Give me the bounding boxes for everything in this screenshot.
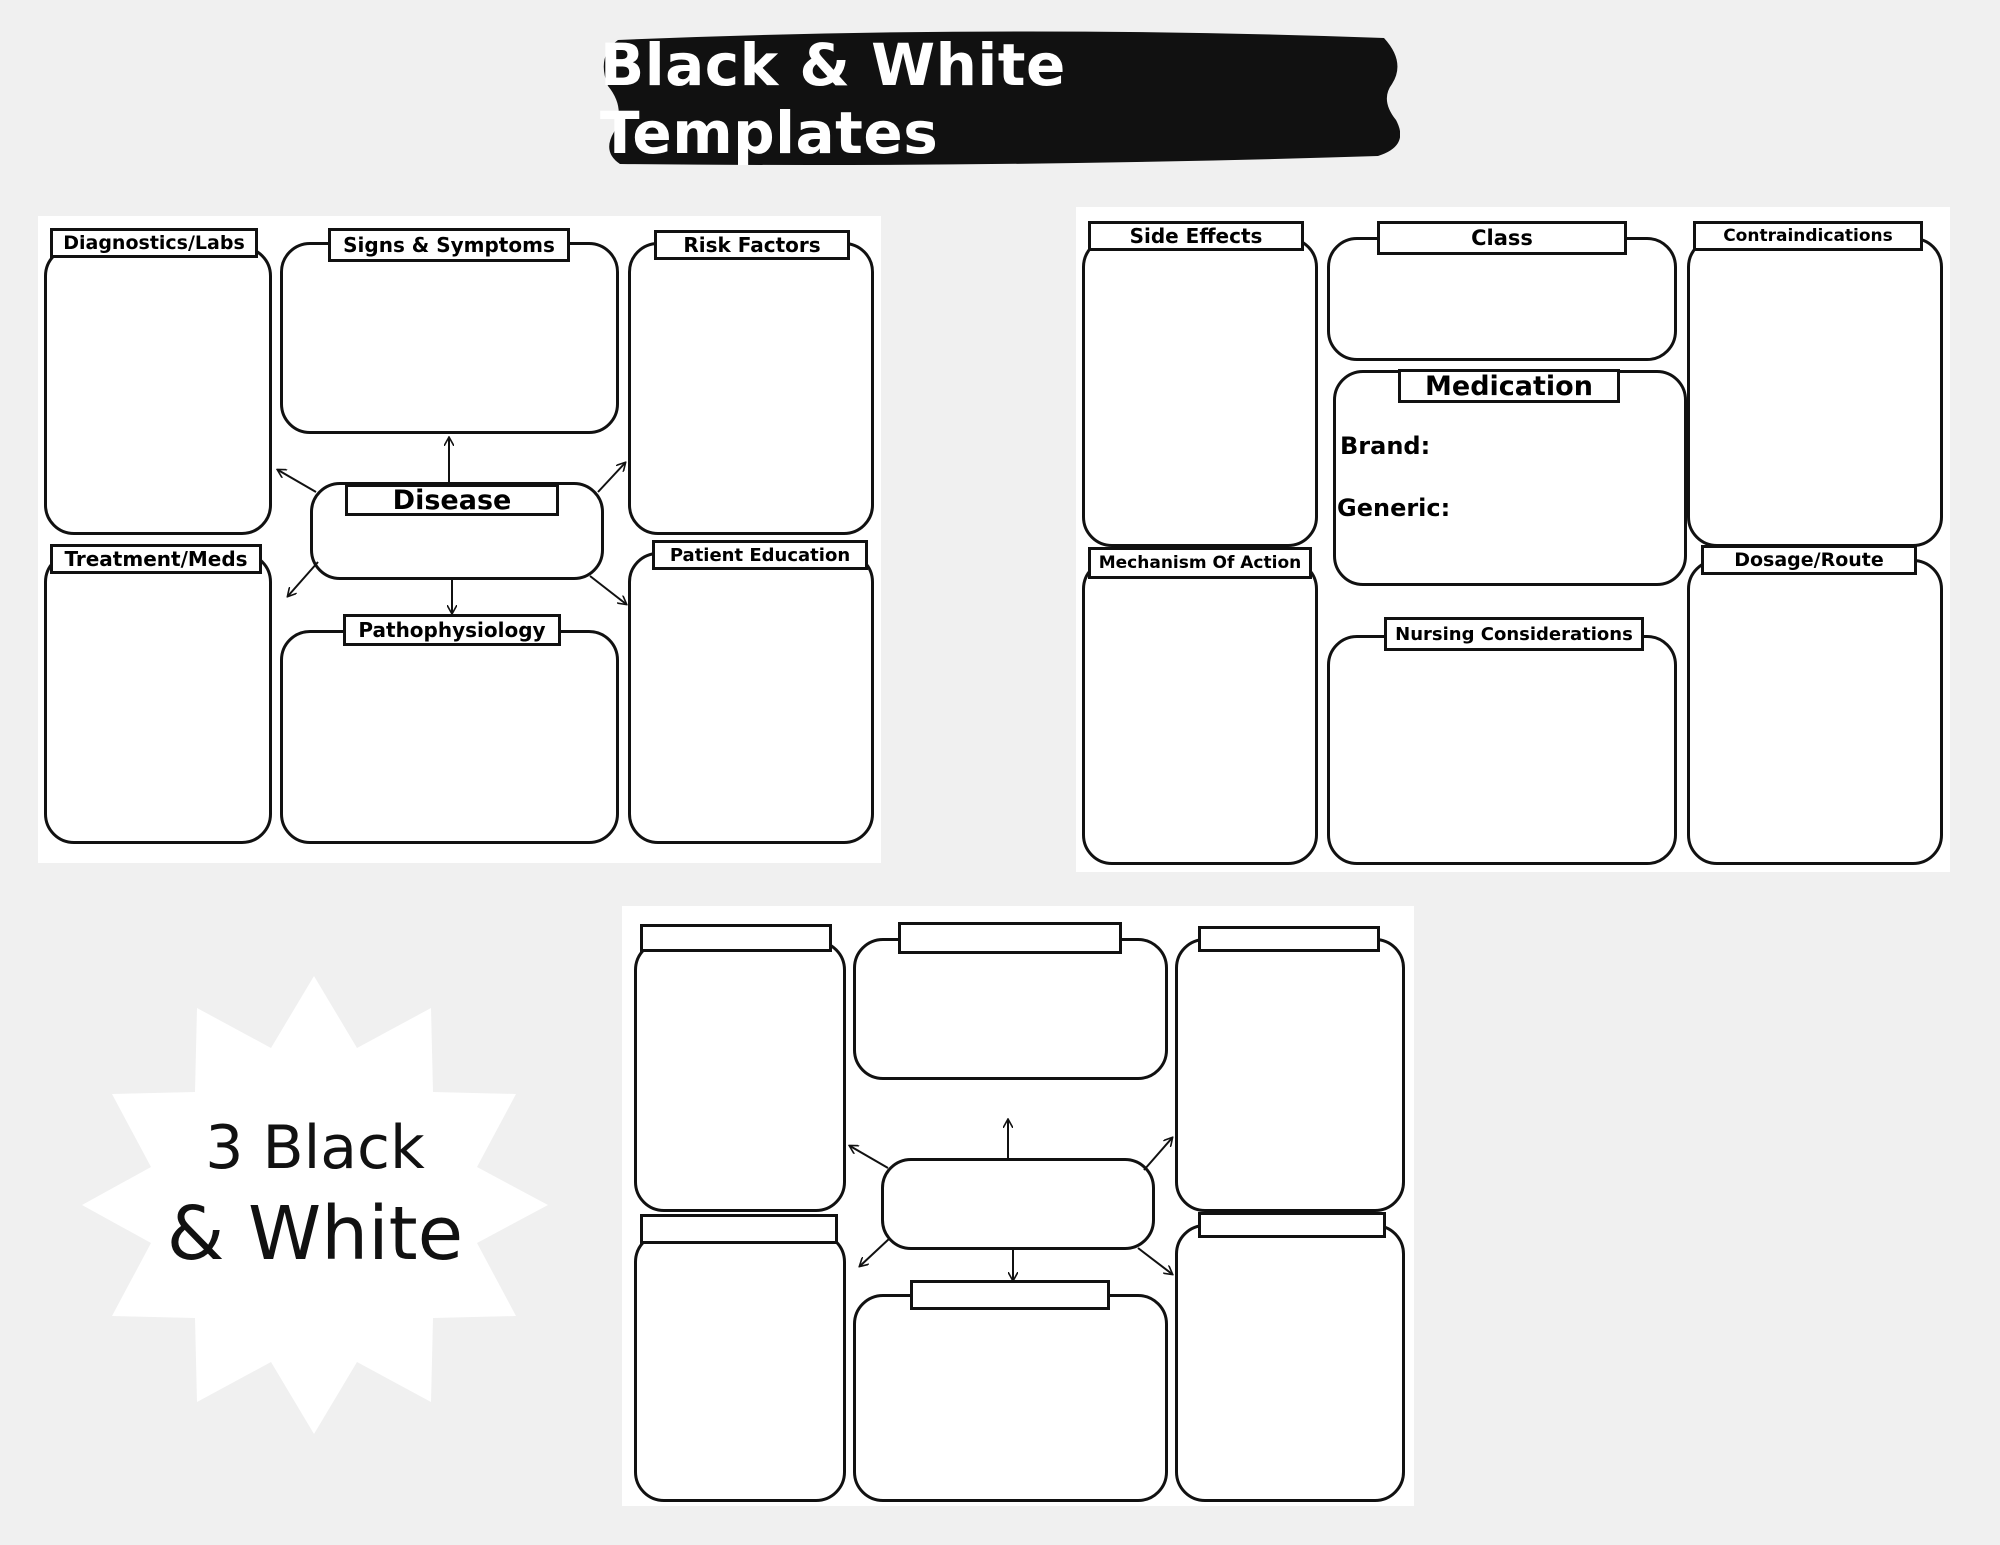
dosage-route-label: Dosage/Route	[1701, 545, 1917, 575]
blank-label-top-right	[1198, 926, 1380, 952]
class-label: Class	[1377, 221, 1627, 255]
side-effects-label: Side Effects	[1088, 221, 1304, 251]
class-box	[1327, 237, 1677, 361]
badge-line1: 3 Black	[205, 1113, 425, 1183]
generic-label: Generic:	[1337, 494, 1451, 522]
contraindications-box	[1687, 237, 1943, 547]
blank-box-bottom-right	[1175, 1224, 1405, 1502]
diagnostics-label: Diagnostics/Labs	[50, 228, 258, 258]
badge-text: 3 Black & White	[80, 1110, 550, 1282]
blank-box-top-left	[634, 940, 846, 1212]
banner-brush-shape	[603, 31, 1400, 165]
pathophysiology-label: Pathophysiology	[343, 614, 561, 646]
disease-label: Disease	[345, 484, 559, 516]
blank-label-bottom-left	[640, 1214, 838, 1244]
brand-label: Brand:	[1340, 432, 1431, 460]
blank-box-bottom-center	[853, 1294, 1168, 1502]
badge-line2: & White	[166, 1191, 464, 1277]
blank-label-top-center	[898, 922, 1122, 954]
disease-template-panel: Diagnostics/Labs Signs & Symptoms Risk F…	[38, 216, 881, 863]
blank-box-center	[881, 1158, 1155, 1250]
dosage-route-box	[1687, 559, 1943, 865]
medication-box	[1333, 370, 1687, 586]
medication-label: Medication	[1398, 369, 1620, 403]
pathophysiology-box	[280, 630, 619, 844]
blank-label-top-left	[640, 924, 832, 952]
starburst-badge	[82, 976, 548, 1434]
nursing-considerations-label: Nursing Considerations	[1384, 617, 1644, 651]
treatment-label: Treatment/Meds	[50, 544, 262, 574]
mechanism-box	[1082, 559, 1318, 865]
diagnostics-box	[44, 246, 272, 535]
blank-box-top-right	[1175, 938, 1405, 1212]
treatment-box	[44, 552, 272, 844]
medication-template-panel: Side Effects Class Contraindications Med…	[1076, 207, 1950, 872]
contraindications-label: Contraindications	[1693, 221, 1923, 251]
blank-box-top-center	[853, 938, 1168, 1080]
side-effects-box	[1082, 237, 1318, 547]
signs-symptoms-label: Signs & Symptoms	[328, 228, 570, 262]
blank-template-panel	[622, 906, 1414, 1506]
risk-factors-box	[628, 242, 874, 535]
patient-education-label: Patient Education	[652, 540, 868, 570]
blank-label-bottom-right	[1198, 1212, 1386, 1238]
signs-symptoms-box	[280, 242, 619, 434]
mechanism-label: Mechanism Of Action	[1088, 547, 1312, 579]
banner-title: Black & White Templates	[600, 31, 1066, 167]
patient-education-box	[628, 552, 874, 844]
blank-box-bottom-left	[634, 1232, 846, 1502]
blank-label-bottom-center	[910, 1280, 1110, 1310]
risk-factors-label: Risk Factors	[654, 230, 850, 260]
nursing-considerations-box	[1327, 635, 1677, 865]
